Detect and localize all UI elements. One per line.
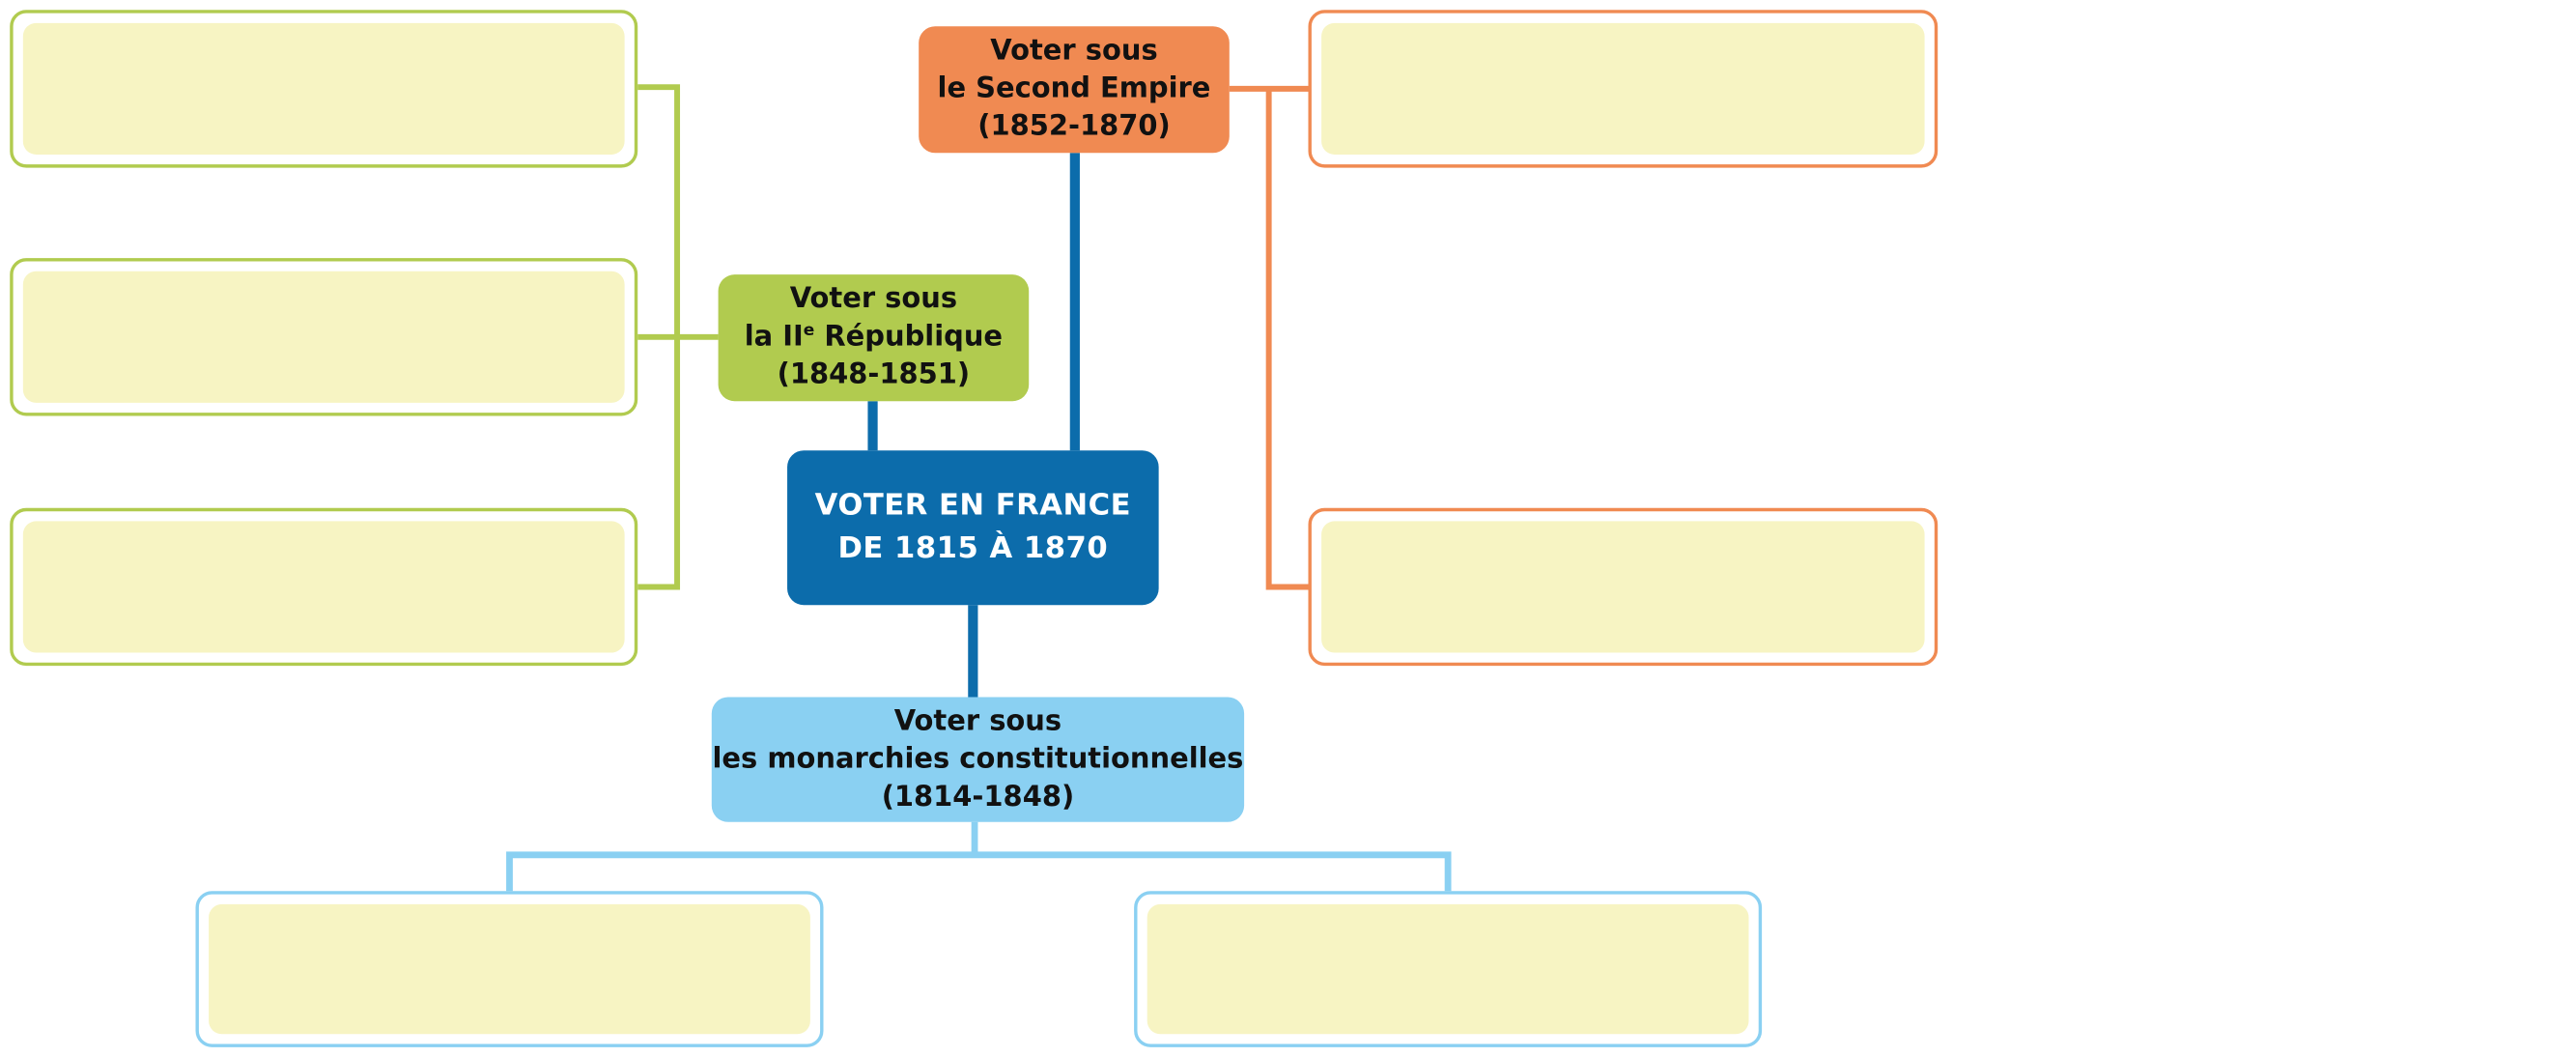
republic-answer-box-1[interactable] <box>10 10 638 168</box>
node-line: Voter sous <box>990 34 1158 68</box>
second-republic-node: Voter sous la IIe République (1848-1851) <box>718 274 1030 402</box>
node-line: la IIe République <box>745 319 1003 357</box>
monarchies-bracket <box>506 821 1452 892</box>
node-line: (1848-1851) <box>777 357 971 391</box>
monarchies-answer-box-1[interactable] <box>195 891 824 1047</box>
empire-bracket <box>1229 85 1311 590</box>
second-empire-node: Voter sous le Second Empire (1852-1870) <box>919 26 1230 154</box>
center-node: VOTER EN FRANCE DE 1815 À 1870 <box>787 450 1159 606</box>
answer-area[interactable] <box>1146 903 1749 1035</box>
answer-area[interactable] <box>209 903 810 1035</box>
empire-answer-box-1[interactable] <box>1308 10 1939 168</box>
answer-area[interactable] <box>1321 22 1925 155</box>
monarchies-node: Voter sous les monarchies constitutionne… <box>711 697 1245 822</box>
republic-answer-box-2[interactable] <box>10 258 638 416</box>
republic-bracket <box>637 84 719 590</box>
node-line: le Second Empire <box>937 71 1211 105</box>
node-line: Voter sous <box>789 282 958 316</box>
center-title-line: VOTER EN FRANCE <box>814 488 1132 524</box>
answer-area[interactable] <box>22 521 625 653</box>
republic-answer-box-3[interactable] <box>10 507 638 667</box>
empire-answer-box-2[interactable] <box>1308 507 1939 667</box>
answer-area[interactable] <box>22 271 625 403</box>
monarchies-answer-box-2[interactable] <box>1134 891 1763 1047</box>
superscript: e <box>803 322 815 341</box>
node-line: (1814-1848) <box>881 780 1075 814</box>
answer-area[interactable] <box>1321 521 1925 653</box>
node-line: les monarchies constitutionnelles <box>712 742 1244 776</box>
center-title-line: DE 1815 À 1870 <box>837 530 1109 566</box>
node-text: la II <box>744 320 804 354</box>
answer-area[interactable] <box>22 22 625 155</box>
node-line: Voter sous <box>893 704 1062 738</box>
node-line: (1852-1870) <box>977 110 1171 144</box>
node-text: République <box>814 320 1004 354</box>
